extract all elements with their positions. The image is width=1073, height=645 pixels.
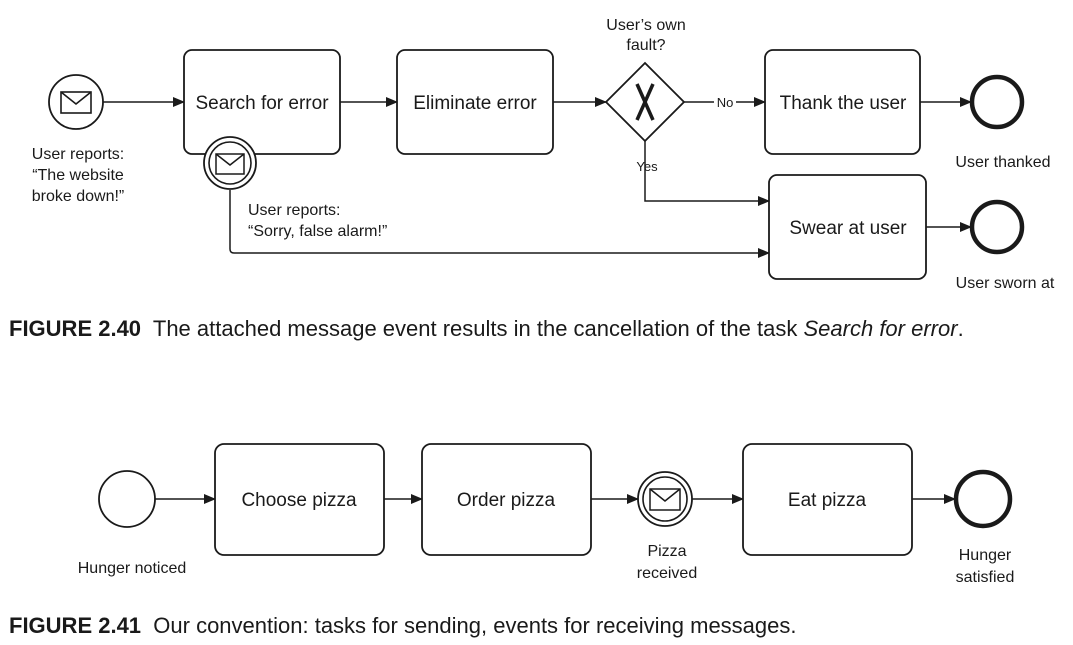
task-search-label: Search for error <box>195 93 329 114</box>
start-event-label-line-3: broke down!” <box>32 188 125 205</box>
task-eat-label: Eat pizza <box>788 490 867 511</box>
figure-2-40-caption: FIGURE 2.40 The attached message event r… <box>9 313 1059 344</box>
gateway-label-line-1: User’s own <box>606 17 685 34</box>
task-swear-label: Swear at user <box>789 218 907 239</box>
attached-event-label-line-1: User reports: <box>248 202 340 219</box>
task-choose-label: Choose pizza <box>241 490 357 511</box>
end-sworn-label: User sworn at <box>956 275 1055 292</box>
hunger-satisfied-label-line-1: Hunger <box>959 547 1012 564</box>
intermediate-message-event-pizza-received <box>637 471 693 527</box>
gateway-label-line-2: fault? <box>626 37 665 54</box>
caption-text-end: . <box>957 316 964 341</box>
end-event-hunger-satisfied <box>953 469 1013 529</box>
figure-2-41-caption: FIGURE 2.41 Our convention: tasks for se… <box>9 610 1059 641</box>
sequence-flow-yes <box>644 141 770 206</box>
x-gateway-icon <box>635 83 655 121</box>
exclusive-gateway <box>604 61 686 143</box>
attached-message-event <box>203 136 257 190</box>
hunger-noticed-label: Hunger noticed <box>78 560 187 577</box>
caption-italic: Search for error <box>803 316 958 341</box>
exception-flow <box>229 190 770 258</box>
caption-number: FIGURE 2.41 <box>9 613 142 638</box>
figure-2-41: Hunger noticed Choose pizza Order pizza … <box>78 443 1015 586</box>
flow-no-label-bg <box>714 94 736 110</box>
pizza-received-label-line-2: received <box>637 565 697 582</box>
envelope-icon <box>60 91 92 114</box>
flow-yes-label: Yes <box>636 159 658 174</box>
pizza-received-label-line-1: Pizza <box>647 543 686 560</box>
hunger-satisfied-label-line-2: satisfied <box>956 569 1015 586</box>
start-event-label-line-2: “The website <box>32 167 124 184</box>
caption-text: The attached message event results in th… <box>152 316 798 341</box>
start-event-label-line-1: User reports: <box>32 146 124 163</box>
caption-number: FIGURE 2.40 <box>9 316 142 341</box>
envelope-icon <box>649 488 681 511</box>
task-eliminate-label: Eliminate error <box>413 93 537 114</box>
figure-2-40: User reports: “The website broke down!” … <box>32 17 1055 292</box>
attached-event-label-line-2: “Sorry, false alarm!” <box>248 223 387 240</box>
task-order-label: Order pizza <box>457 490 556 511</box>
caption-text: Our convention: tasks for sending, event… <box>153 613 797 638</box>
task-thank-label: Thank the user <box>780 93 907 114</box>
start-message-event <box>48 74 104 130</box>
end-event-user-sworn-at <box>969 199 1025 255</box>
end-event-user-thanked <box>969 74 1025 130</box>
start-event-hunger-noticed <box>98 470 156 528</box>
end-thanked-label: User thanked <box>955 154 1050 171</box>
envelope-icon <box>215 153 245 175</box>
flow-no-label: No <box>717 95 734 110</box>
